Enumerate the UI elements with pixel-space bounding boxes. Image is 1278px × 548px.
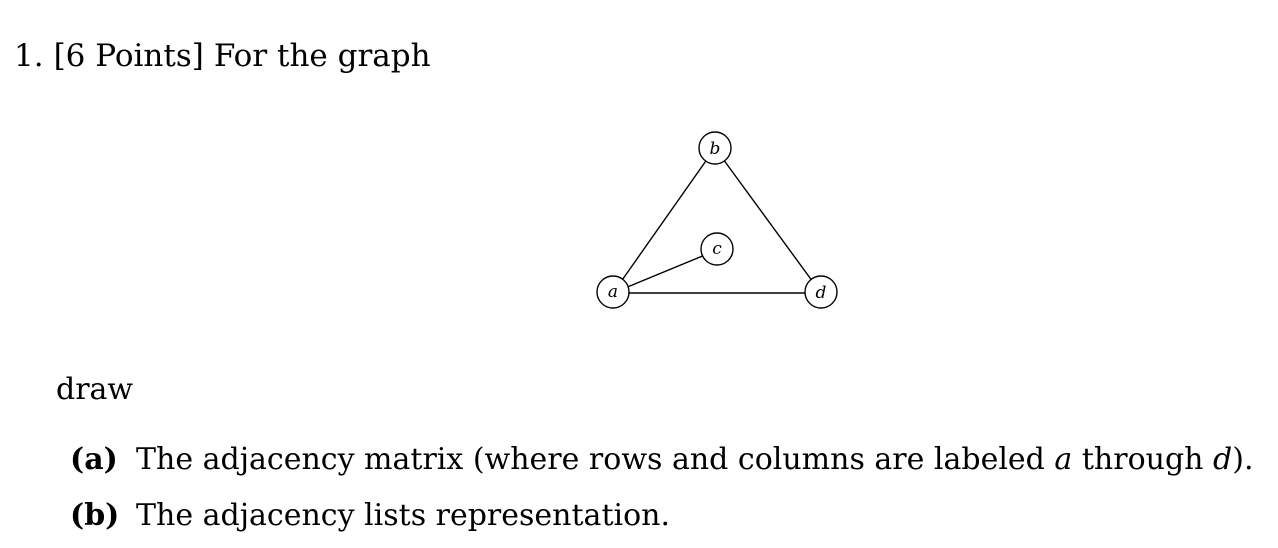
question-points: [6 Points] <box>53 38 204 74</box>
graph-svg: a b c d <box>596 131 838 309</box>
graph-figure: a b c d <box>590 128 840 313</box>
part-a-text-after: ). <box>1232 442 1254 477</box>
part-b-label: (b) <box>70 498 120 533</box>
parts-list: (a) The adjacency matrix (where rows and … <box>70 432 1253 544</box>
edge-b-d <box>714 147 822 294</box>
part-a-var2: d <box>1213 442 1233 477</box>
part-a-text-middle: through <box>1072 442 1214 477</box>
node-c-label: c <box>712 239 722 259</box>
part-a-text: The adjacency matrix (where rows and col… <box>136 442 1253 477</box>
node-a: a <box>596 275 630 309</box>
part-a-var1: a <box>1054 442 1073 477</box>
node-b: b <box>698 131 732 165</box>
node-d: d <box>804 275 838 309</box>
edge-a-c <box>612 249 718 294</box>
node-a-label: a <box>608 282 618 302</box>
part-a: (a) The adjacency matrix (where rows and … <box>70 432 1253 488</box>
edge-a-b <box>612 147 716 294</box>
question-header: 1.[6 Points]For the graph <box>14 34 431 78</box>
part-b: (b) The adjacency lists representation. <box>70 488 1253 544</box>
instruction-text: draw <box>56 372 134 407</box>
node-c: c <box>700 232 734 266</box>
part-b-text: The adjacency lists representation. <box>136 498 671 533</box>
question-prompt: For the graph <box>213 38 431 74</box>
question-number: 1. <box>14 38 44 74</box>
node-b-label: b <box>710 139 721 159</box>
part-a-label: (a) <box>70 442 118 477</box>
part-a-text-before: The adjacency matrix (where rows and col… <box>136 442 1055 477</box>
node-d-label: d <box>816 283 827 303</box>
